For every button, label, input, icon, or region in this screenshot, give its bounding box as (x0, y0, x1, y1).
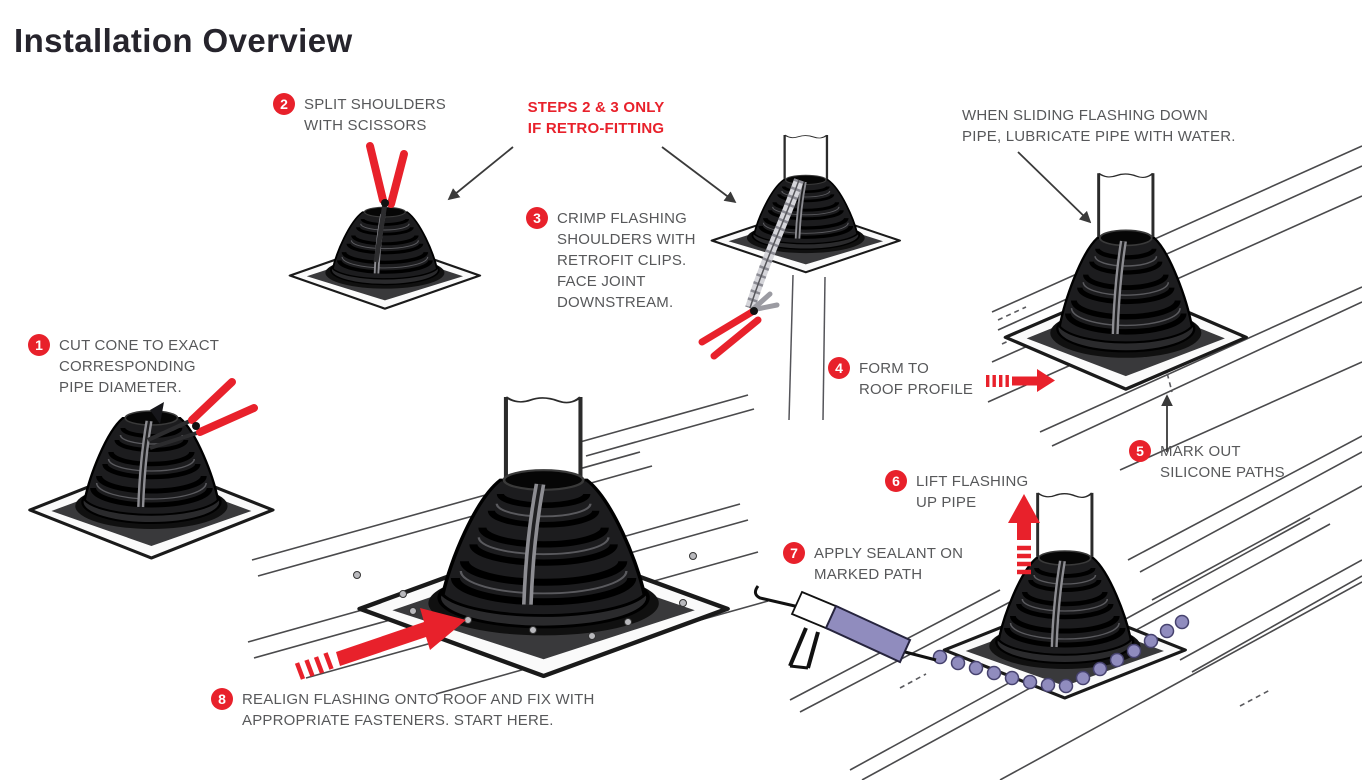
step-7: 7 APPLY SEALANT ON MARKED PATH (783, 542, 963, 585)
illustration-cut-cone (30, 378, 273, 558)
illustration-crimp-clips (698, 133, 900, 421)
step-7-label: APPLY SEALANT ON MARKED PATH (814, 545, 964, 583)
caulk-gun-icon (753, 585, 937, 670)
step-8-label: REALIGN FLASHING ONTO ROOF AND FIX WITH … (242, 691, 595, 729)
step-6: 6 LIFT FLASHING UP PIPE (885, 470, 1028, 513)
retrofit-arrow-left (447, 146, 514, 201)
step-1: 1 CUT CONE TO EXACT CORRESPONDING PIPE D… (28, 334, 219, 398)
scissors-icon (147, 378, 258, 450)
step-3-number-badge: 3 (526, 207, 548, 229)
step-3: 3 CRIMP FLASHING SHOULDERS WITH RETROFIT… (526, 207, 696, 313)
realign-arrow (294, 608, 466, 680)
step-5-number-badge: 5 (1129, 440, 1151, 462)
illustration-realign-fasteners (294, 397, 727, 680)
illustration-form-roof (1005, 171, 1246, 389)
step-6-label: LIFT FLASHING UP PIPE (916, 473, 1029, 511)
step-2: 2 SPLIT SHOULDERS WITH SCISSORS (273, 93, 446, 136)
step-8: 8 REALIGN FLASHING ONTO ROOF AND FIX WIT… (211, 688, 595, 731)
lubricate-arrow (1017, 151, 1092, 224)
retrofit-arrow-right (661, 146, 737, 204)
step-4: 4 FORM TO ROOF PROFILE (828, 357, 973, 400)
pliers-icon (698, 291, 780, 360)
step-1-label: CUT CONE TO EXACT CORRESPONDING PIPE DIA… (59, 337, 220, 396)
step-3-label: CRIMP FLASHING SHOULDERS WITH RETROFIT C… (557, 210, 696, 311)
retrofit-clip-strip (745, 178, 804, 310)
step-7-number-badge: 7 (783, 542, 805, 564)
step-2-number-badge: 2 (273, 93, 295, 115)
lift-arrow (1008, 494, 1040, 575)
flashing-icon (944, 551, 1185, 698)
step-2-label: SPLIT SHOULDERS WITH SCISSORS (304, 96, 446, 134)
step-5: 5 MARK OUT SILICONE PATHS (1129, 440, 1285, 483)
step-4-number-badge: 4 (828, 357, 850, 379)
illustration-split-shoulders (290, 142, 480, 309)
flashing-icon (360, 470, 727, 676)
page-title: Installation Overview (14, 22, 353, 59)
form-to-roof-arrow (986, 369, 1055, 392)
lubricate-note: WHEN SLIDING FLASHING DOWN PIPE, LUBRICA… (962, 107, 1236, 145)
step-8-number-badge: 8 (211, 688, 233, 710)
retrofit-note: STEPS 2 & 3 ONLY IF RETRO-FITTING (527, 99, 665, 137)
step-1-number-badge: 1 (28, 334, 50, 356)
screw-fasteners (353, 552, 697, 640)
sealant-bead (932, 614, 1190, 694)
flashing-icon (712, 175, 900, 272)
flashing-icon (290, 207, 480, 308)
step-4-label: FORM TO ROOF PROFILE (859, 360, 974, 398)
step-5-label: MARK OUT SILICONE PATHS (1160, 443, 1285, 481)
flashing-icon (30, 411, 273, 558)
illustration-apply-sealant (753, 491, 1190, 698)
step-6-number-badge: 6 (885, 470, 907, 492)
scissors-icon (366, 142, 408, 263)
connector-arrows (447, 146, 1173, 452)
